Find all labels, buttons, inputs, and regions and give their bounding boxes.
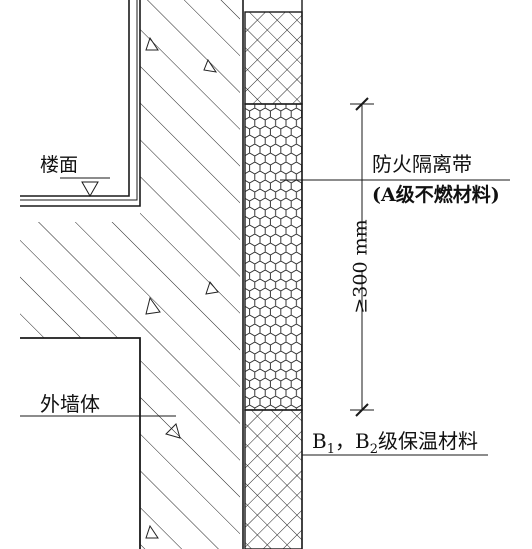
aggregate-marks (145, 36, 219, 539)
insulation-label: B1，B2级保温材料 (312, 431, 478, 456)
floor-level-marker (60, 177, 110, 198)
floor-label: 楼面 (40, 154, 79, 176)
exterior-wall-label: 外墙体 (40, 392, 100, 416)
firebreak-label: 防火隔离带 (372, 152, 472, 176)
height-dimension-line (350, 97, 374, 417)
insulation-sep: ，B (334, 429, 370, 453)
insulation-sub1: 1 (326, 442, 335, 457)
insulation-sub2: 2 (369, 442, 378, 457)
wall-outline (20, 0, 244, 549)
firebreak-material-label: (A级不燃材料) (372, 184, 500, 206)
insulation-prefix: B (312, 429, 327, 453)
height-dimension-label: ≥300 mm (349, 219, 372, 314)
leader-lines (20, 179, 510, 456)
insulation-suffix: 级保温材料 (377, 429, 478, 453)
insulation-lower (244, 409, 303, 549)
insulation-upper (244, 11, 303, 105)
firebreak-band (244, 103, 303, 411)
